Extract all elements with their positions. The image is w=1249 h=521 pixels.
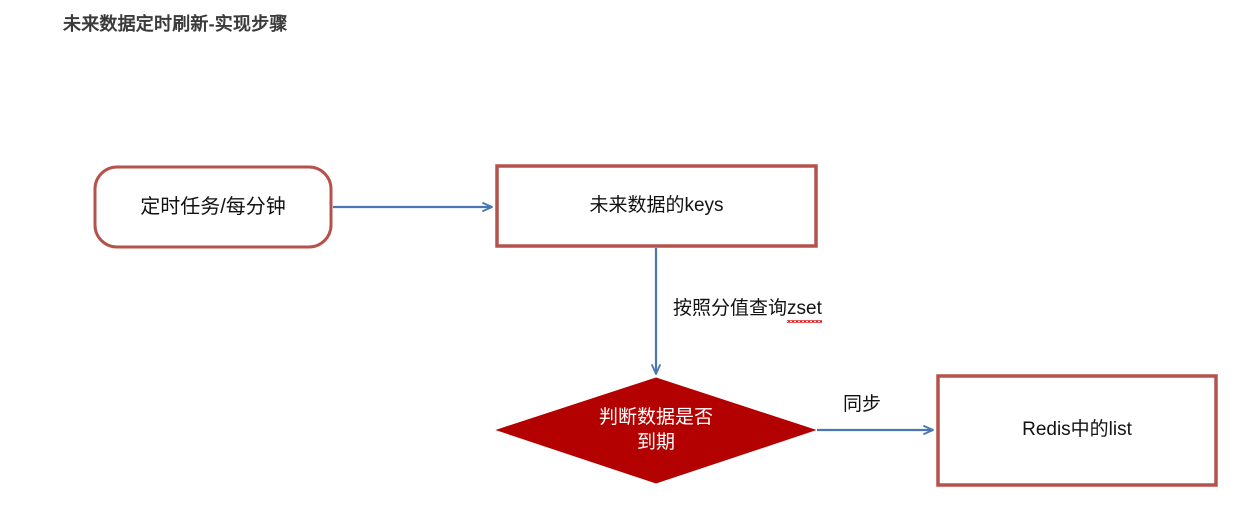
node-timer-task[interactable] [93, 165, 333, 249]
edge-label-query-zset-text: 按照分值查询 [673, 298, 788, 319]
node-expiry-decision[interactable] [495, 377, 817, 484]
edge-label-query-zset-keyword: zset [787, 298, 822, 323]
edge-label-sync: 同步 [843, 394, 882, 415]
node-future-data-keys[interactable] [495, 164, 818, 248]
page-title: 未来数据定时刷新-实现步骤 [63, 14, 288, 34]
node-redis-list[interactable] [936, 374, 1218, 487]
edge-label-query-zset: 按照分值查询zset [673, 293, 822, 323]
